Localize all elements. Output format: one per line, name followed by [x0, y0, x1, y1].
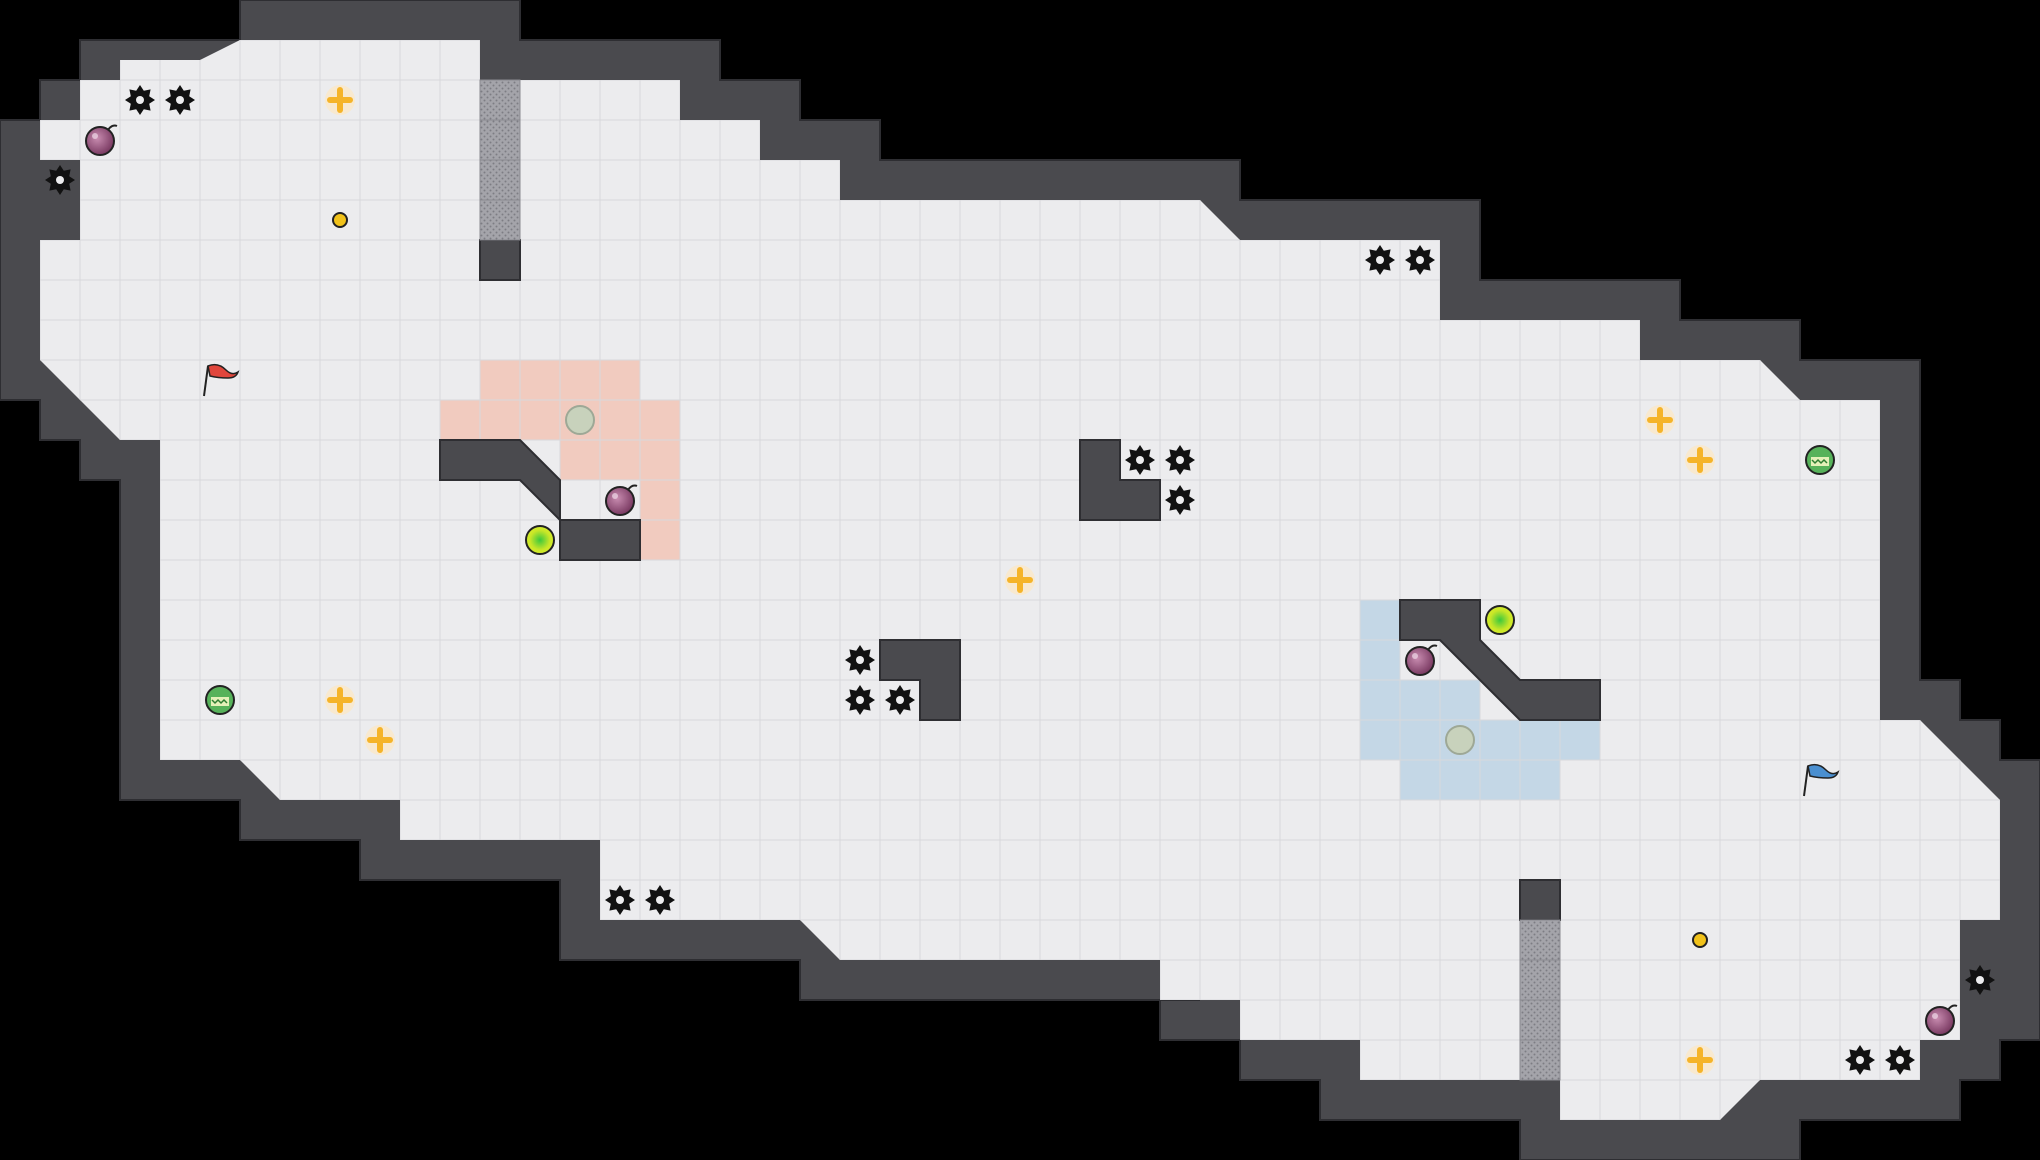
button-icon [1692, 932, 1708, 948]
red-zone-tile [480, 400, 520, 440]
blue-portal-icon [1445, 725, 1475, 755]
wall-block [479, 239, 521, 281]
red-zone-tile [520, 400, 560, 440]
spike-icon [605, 885, 635, 915]
blue-zone-tile [1360, 640, 1400, 680]
spike-icon [1885, 1045, 1915, 1075]
spike-icon [845, 645, 875, 675]
red-portal-icon [565, 405, 595, 435]
boost-icon [525, 525, 555, 555]
red-zone-tile [560, 360, 600, 400]
blue-zone-tile [1480, 760, 1520, 800]
gate-tile [479, 119, 521, 161]
spike-icon [1125, 445, 1155, 475]
inner-wall-red-side [439, 439, 641, 561]
zone-layer [440, 360, 1600, 800]
blue-zone-tile [1400, 720, 1440, 760]
blue-zone-tile [1360, 600, 1400, 640]
powerup-icon [1645, 405, 1675, 435]
bomb-icon [1405, 644, 1438, 676]
red-zone-tile [560, 440, 600, 480]
red-zone-tile [440, 400, 480, 440]
blue-zone-tile [1560, 720, 1600, 760]
spike-icon [1405, 245, 1435, 275]
powerup-icon [325, 85, 355, 115]
spike-icon [885, 685, 915, 715]
blue-zone-tile [1400, 680, 1440, 720]
blue-flag-icon [1803, 763, 1840, 797]
gate-tile [479, 159, 521, 201]
blue-zone-tile [1480, 720, 1520, 760]
spike-icon [1365, 245, 1395, 275]
red-flag-icon [203, 363, 240, 397]
gate-tile [479, 79, 521, 121]
spike-icon [645, 885, 675, 915]
spike-icon [1845, 1045, 1875, 1075]
red-zone-tile [640, 520, 680, 560]
gate-tile [479, 199, 521, 241]
powerup-icon [325, 685, 355, 715]
spike-icon [845, 685, 875, 715]
blue-zone-tile [1440, 760, 1480, 800]
inner-wall-blue-side [1399, 599, 1601, 721]
powerup-icon [365, 725, 395, 755]
button-icon [332, 212, 348, 228]
red-zone-tile [640, 480, 680, 520]
powerup-icon [1685, 1045, 1715, 1075]
boost-icon [1485, 605, 1515, 635]
gate-tile [1519, 999, 1561, 1041]
blue-zone-tile [1520, 760, 1560, 800]
spike-icon [125, 85, 155, 115]
red-zone-tile [640, 440, 680, 480]
bomb-icon [605, 484, 638, 516]
wall-block [1519, 879, 1561, 921]
gate-tile [1519, 959, 1561, 1001]
gate-tile [1519, 1039, 1561, 1081]
red-zone-tile [480, 360, 520, 400]
jukejuice-icon [205, 685, 235, 715]
jukejuice-icon [1805, 445, 1835, 475]
red-zone-tile [600, 440, 640, 480]
blue-zone-tile [1360, 720, 1400, 760]
blue-zone-tile [1360, 680, 1400, 720]
bomb-icon [1925, 1004, 1958, 1036]
red-zone-tile [600, 360, 640, 400]
blue-zone-tile [1400, 760, 1440, 800]
red-zone-tile [520, 360, 560, 400]
powerup-icon [1685, 445, 1715, 475]
spike-icon [45, 165, 75, 195]
inner-wall-mid-top [1079, 439, 1161, 521]
spike-icon [165, 85, 195, 115]
inner-wall-mid-bottom [879, 639, 961, 721]
blue-zone-tile [1440, 680, 1480, 720]
red-zone-tile [640, 400, 680, 440]
red-zone-tile [600, 400, 640, 440]
spike-icon [1165, 485, 1195, 515]
spike-icon [1965, 965, 1995, 995]
spike-icon [1165, 445, 1195, 475]
bomb-icon [85, 124, 118, 156]
powerup-icon [1005, 565, 1035, 595]
blue-zone-tile [1520, 720, 1560, 760]
object-layer [45, 85, 1995, 1075]
gate-tile [1519, 919, 1561, 961]
inner-wall-layer [439, 79, 1601, 1081]
